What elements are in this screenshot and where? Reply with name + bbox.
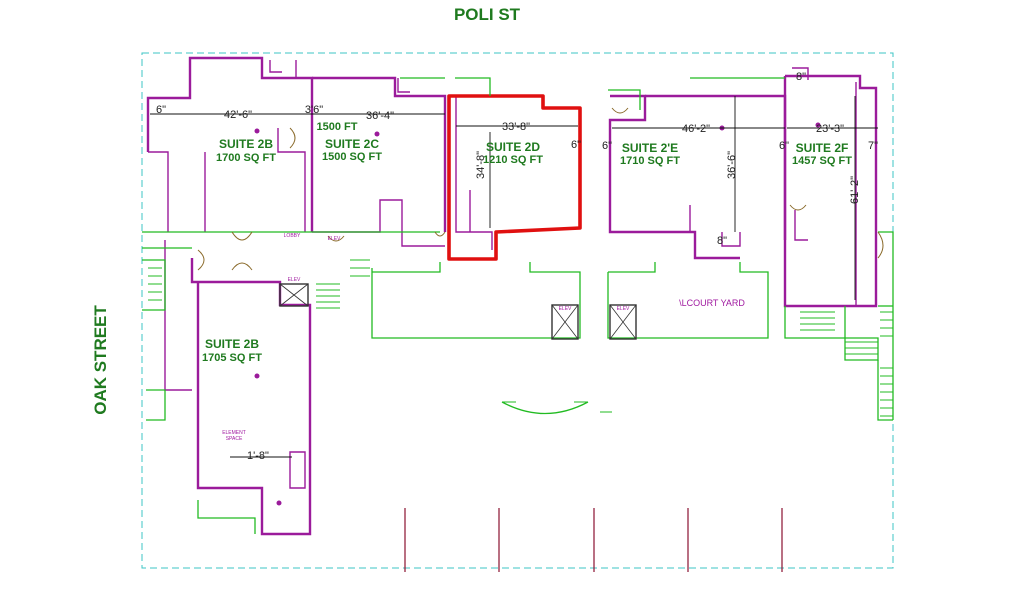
suite-2d-area: 1210 SQ FT [483,154,543,166]
dim-2e-width: 46'-2" [682,123,710,135]
dim-2f-depth: 61'-2" [849,176,861,204]
elevator-shafts [279,283,637,340]
dim-lower: 1'-8" [247,450,269,462]
dim-8b: 8" [796,71,806,83]
elevator-label-4: ELEV [617,306,630,312]
dimension-lines [150,96,878,458]
suite-2b-top-name: SUITE 2B [219,137,273,151]
dim-2f-width: 23'-3" [816,123,844,135]
elevator-label-1: ELEV [288,277,301,283]
suite-2b-top-area: 1700 SQ FT [216,152,276,164]
dim-6-2d: 6" [571,139,581,151]
suite-2b-lower-area: 1705 SQ FT [202,352,262,364]
dim-2e-depth: 36'-6" [726,151,738,179]
suite-2f-area: 1457 SQ FT [792,155,852,167]
dim-6-2f: 6" [779,140,789,152]
basement-label-line2: SPACE [226,436,243,442]
suite-2b-top-walls [146,56,314,232]
street-label-north: POLI ST [454,5,521,24]
basement-label-line1: ELEMENT [222,430,246,436]
suite-2e-2f-walls [608,67,878,308]
suite-2b-lower-name: SUITE 2B [205,337,259,351]
dim-2b-width: 42'-6" [224,109,252,121]
dim-8a: 8" [717,235,727,247]
dim-2c-width: 36'-4" [366,110,394,122]
courtyard-label: \LCOURT YARD [679,298,745,308]
suite-2f-name: SUITE 2F [796,141,849,155]
dim-6-2e: 6" [602,140,612,152]
dim-2d-depth: 34'-8" [475,151,487,179]
suite-2e-area: 1710 SQ FT [620,155,680,167]
green-corridors [142,77,894,534]
door-swings [197,107,884,271]
suite-2e-name: SUITE 2'E [622,141,678,155]
dim-2d-width: 33'-8" [502,121,530,133]
elevator-label-2: ELEV [328,236,341,242]
dim-3-6: 3'6" [305,104,323,116]
suite-2d-highlight [447,94,582,261]
dim-7: 7" [868,140,878,152]
parking-stalls [404,508,783,572]
dim-6-left: 6" [156,104,166,116]
suite-2c-name: SUITE 2C [325,137,379,151]
suite-2d-name: SUITE 2D [486,140,540,154]
lobby-label: LOBBY [284,233,301,239]
property-boundary [141,52,894,569]
street-label-west: OAK STREET [91,305,110,415]
elevator-label-3: ELEV [559,306,572,312]
suite-2c-area: 1500 SQ FT [322,151,382,163]
sqft-note: 1500 FT [317,121,358,133]
